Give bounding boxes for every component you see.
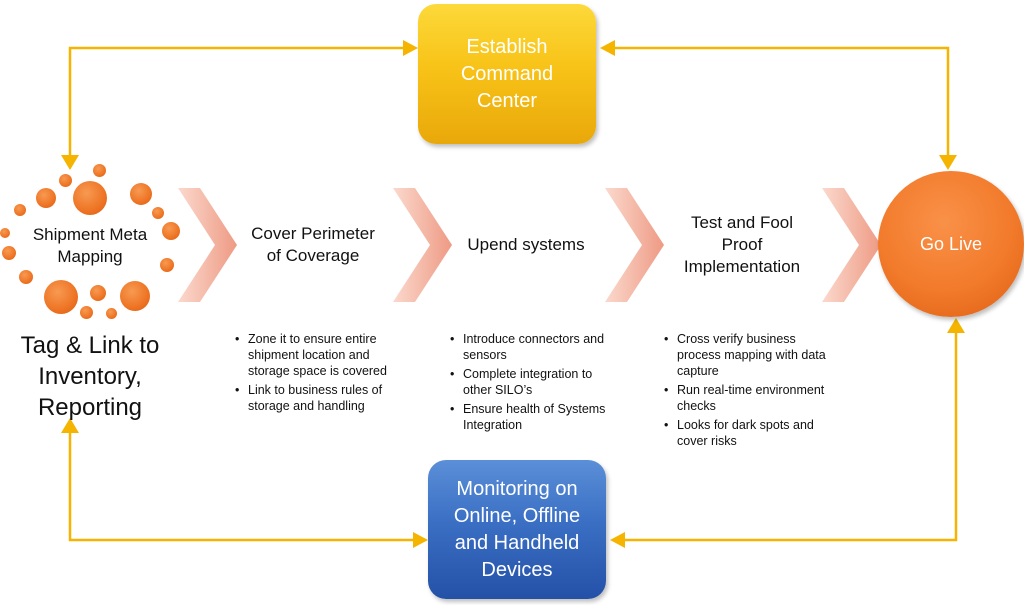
- cluster-dot: [73, 181, 107, 215]
- bullet-item: Looks for dark spots and cover risks: [664, 417, 839, 449]
- cluster-dot: [120, 281, 150, 311]
- cluster-dot: [90, 285, 106, 301]
- arrowhead-command-right: [600, 40, 615, 56]
- arrowhead-shipment-top: [61, 155, 79, 170]
- arrowhead-command-left: [403, 40, 418, 56]
- chevron-2: [393, 188, 452, 302]
- arrowhead-golive-bottom: [947, 318, 965, 333]
- chevron-3: [605, 188, 664, 302]
- cluster-dot: [0, 228, 10, 238]
- chevron-4: [822, 188, 881, 302]
- cluster-dot: [44, 280, 78, 314]
- bullet-item: Introduce connectors and sensors: [450, 331, 623, 363]
- monitoring-box: Monitoring on Online, Offline and Handhe…: [428, 460, 606, 599]
- cluster-dot: [36, 188, 56, 208]
- step-2-title: Upend systems: [467, 235, 585, 254]
- arrowhead-tag-bottom: [61, 418, 79, 433]
- shipment-meta-label: Shipment Meta Mapping: [32, 225, 148, 266]
- line-command-to-golive: [615, 46, 950, 157]
- bullet-item: Zone it to ensure entire shipment locati…: [235, 331, 408, 379]
- command-center-label: Establish Command Center: [460, 35, 554, 112]
- cluster-dot: [162, 222, 180, 240]
- step-1-title: Cover Perimeter of Coverage: [251, 224, 375, 265]
- cluster-dot: [93, 164, 106, 177]
- line-golive-to-monitor: [625, 332, 958, 542]
- step-3-title: Test and Fool Proof Implementation: [683, 213, 801, 276]
- bullet-item: Ensure health of Systems Integration: [450, 401, 623, 433]
- command-center-box: Establish Command Center: [418, 4, 596, 144]
- arrowhead-golive-top: [939, 155, 957, 170]
- line-tag-to-monitor: [68, 432, 415, 542]
- monitoring-label: Monitoring on Online, Offline and Handhe…: [453, 477, 581, 581]
- arrowhead-monitor-left: [413, 532, 428, 548]
- bullet-item: Cross verify business process mapping wi…: [664, 331, 839, 379]
- cluster-dot: [160, 258, 174, 272]
- bullet-item: Link to business rules of storage and ha…: [235, 382, 408, 414]
- step-3-bullets: Cross verify business process mapping wi…: [664, 331, 839, 452]
- cluster-dot: [106, 308, 117, 319]
- bullet-item: Complete integration to other SILO’s: [450, 366, 623, 398]
- cluster-dot: [152, 207, 164, 219]
- arrowhead-monitor-right: [610, 532, 625, 548]
- tag-link-label: Tag & Link to Inventory, Reporting: [20, 332, 160, 421]
- cluster-dot: [130, 183, 152, 205]
- cluster-dot: [80, 306, 93, 319]
- cluster-dot: [59, 174, 72, 187]
- cluster-dot: [19, 270, 33, 284]
- cluster-dot: [2, 246, 16, 260]
- step-1-bullets: Zone it to ensure entire shipment locati…: [235, 331, 408, 417]
- cluster-dot: [14, 204, 26, 216]
- go-live-label: Go Live: [919, 233, 983, 254]
- line-tag-to-command: [68, 46, 403, 157]
- bullet-item: Run real-time environment checks: [664, 382, 839, 414]
- step-2-bullets: Introduce connectors and sensors Complet…: [450, 331, 623, 436]
- go-live-circle: Go Live: [878, 171, 1024, 317]
- chevron-1: [178, 188, 237, 302]
